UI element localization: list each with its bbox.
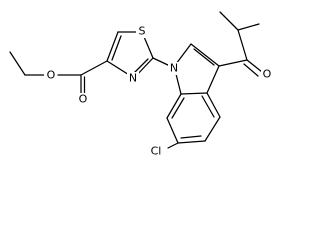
atom-o-ether-ester-label: O <box>47 69 56 82</box>
bond-ethyl-c1-c2 <box>9 51 26 76</box>
chemical-structure-diagram: O O S N N O Cl <box>9 11 273 158</box>
bond-indole-c2-c3-inner <box>193 48 215 66</box>
bond-thiazole-c2-n-inner <box>132 58 149 75</box>
atom-o-ketone-label: O <box>263 68 272 81</box>
bond-ester-c-thiazole-c4 <box>80 60 108 76</box>
bond-ch-methyl-right <box>237 23 260 31</box>
atom-cl-label: Cl <box>151 145 162 158</box>
bond-c3-ketone-c <box>218 59 248 67</box>
atom-n-thiazole: N <box>127 72 139 85</box>
bond-benzene-c5-c6 <box>177 140 206 144</box>
bond-thiazole-c4-c5 <box>106 31 119 62</box>
bond-benzene-c7-c7a <box>166 93 182 119</box>
structure-canvas: O O S N N O Cl <box>9 11 273 158</box>
atom-s-thiazole-label: S <box>139 25 146 38</box>
atom-o-ketone: O <box>261 67 273 81</box>
bond-indole-c3a-c7a <box>180 92 208 95</box>
bond-thiazole-c2-indole-n <box>152 57 171 67</box>
bond-thiazole-c4-c5-inner <box>111 35 122 61</box>
bond-benzene-c5-c6-inner <box>180 135 202 139</box>
bond-ketone-c-o-a <box>246 59 263 73</box>
atom-n-indole: N <box>168 62 180 75</box>
bond-benzene-c4-c5 <box>204 116 221 142</box>
atom-s-thiazole: S <box>136 25 148 38</box>
atom-n-thiazole-label: N <box>129 72 137 85</box>
bond-benzene-c3a-c4-inner <box>201 95 215 118</box>
atom-cl: Cl <box>146 144 166 158</box>
bond-ketone-c-o-b <box>243 63 259 77</box>
bond-c6-cl <box>167 142 179 149</box>
bond-indole-c3-c3a <box>206 65 220 94</box>
bond-indole-c2-c3 <box>190 43 220 67</box>
atom-n-indole-label: N <box>170 62 178 75</box>
bond-indole-c7a-n <box>175 73 182 95</box>
bond-indole-n-c2 <box>175 43 192 65</box>
bond-benzene-c3a-c4 <box>206 92 221 118</box>
bond-benzene-c7-c7a-inner <box>171 97 185 119</box>
atom-o-carbonyl-ester-label: O <box>79 93 88 106</box>
atom-o-ether-ester: O <box>44 69 56 82</box>
bond-benzene-c6-c7 <box>166 117 179 144</box>
bond-ketone-c-ch <box>237 29 248 61</box>
atom-o-carbonyl-ester: O <box>77 93 89 106</box>
bond-ch-methyl-left <box>219 11 239 31</box>
